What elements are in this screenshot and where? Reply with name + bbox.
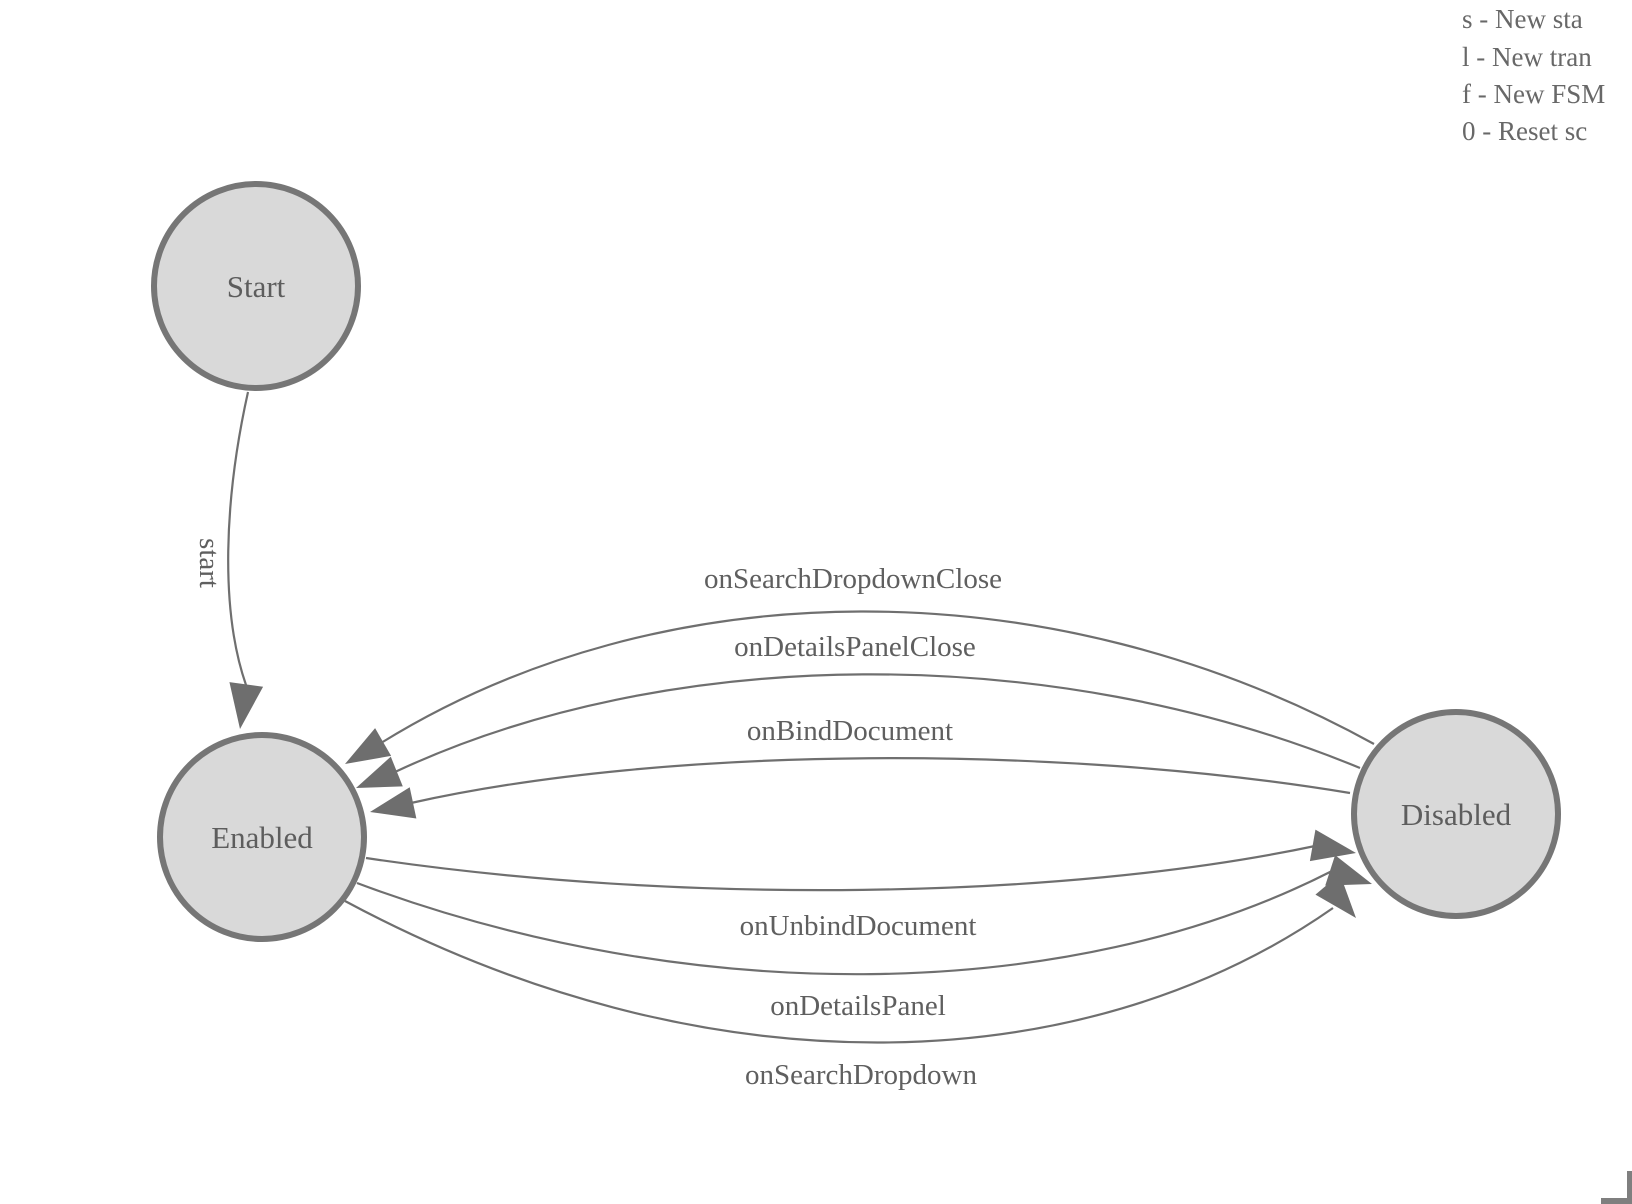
state-circle-enabled[interactable] <box>157 732 367 942</box>
edge-onSearchDropdown[interactable]: onSearchDropdown <box>344 874 1368 1091</box>
corner-frame-vertical-bar <box>1627 1171 1632 1204</box>
edge-arrowhead <box>345 728 392 764</box>
corner-frame-fragment <box>1601 1171 1632 1204</box>
edge-onBindDocument[interactable]: onBindDocument <box>367 715 1351 828</box>
edge-onSearchDropdown-path[interactable] <box>344 900 1334 1044</box>
edge-onDetailsPanelClose[interactable]: onDetailsPanelClose <box>350 631 1361 803</box>
state-circle-disabled[interactable] <box>1351 709 1561 919</box>
corner-frame-horizontal-bar <box>1601 1198 1632 1204</box>
edge-label-onSearchDropdownClose: onSearchDropdownClose <box>704 563 1002 595</box>
edge-start-path[interactable] <box>227 391 250 686</box>
state-circle-start[interactable] <box>151 181 361 391</box>
edge-label-onUnbindDocument: onUnbindDocument <box>740 910 977 942</box>
edge-label-start: start <box>193 538 225 588</box>
legend-line-reset: 0 - Reset sc <box>1462 116 1587 146</box>
edge-label-onDetailsPanel: onDetailsPanel <box>770 990 946 1022</box>
edge-arrowhead <box>356 756 403 788</box>
edge-onUnbindDocument-path[interactable] <box>365 844 1316 892</box>
edge-arrowhead <box>1315 874 1356 918</box>
edge-label-onDetailsPanelClose: onDetailsPanelClose <box>734 631 976 663</box>
state-label-enabled: Enabled <box>211 820 313 855</box>
state-node-start[interactable]: Start <box>151 181 361 391</box>
edge-label-onSearchDropdown: onSearchDropdown <box>745 1059 977 1091</box>
edge-onSearchDropdownClose[interactable]: onSearchDropdownClose <box>337 563 1375 778</box>
state-node-enabled[interactable]: Enabled <box>157 732 367 942</box>
edge-arrowhead <box>1309 829 1356 862</box>
edge-label-onBindDocument: onBindDocument <box>747 715 953 747</box>
edge-onDetailsPanelClose-path[interactable] <box>394 673 1361 773</box>
edge-onSearchDropdownClose-path[interactable] <box>380 610 1375 745</box>
edge-arrowhead <box>370 787 417 819</box>
state-node-disabled[interactable]: Disabled <box>1351 709 1561 919</box>
state-label-start: Start <box>227 269 286 304</box>
legend-line-new-fsm: f - New FSM <box>1462 79 1605 109</box>
legend-line-new-transition: l - New tran <box>1462 42 1592 72</box>
edge-onDetailsPanel-path[interactable] <box>356 870 1333 976</box>
shortcut-legend: s - New sta l - New tran f - New FSM 0 -… <box>1462 4 1605 146</box>
edge-arrowhead <box>229 682 264 729</box>
edge-onBindDocument-path[interactable] <box>410 757 1351 805</box>
edge-start[interactable]: start <box>193 391 264 731</box>
state-label-disabled: Disabled <box>1401 797 1512 832</box>
edge-onUnbindDocument[interactable]: onUnbindDocument <box>365 829 1359 942</box>
legend-line-new-state: s - New sta <box>1462 4 1583 34</box>
